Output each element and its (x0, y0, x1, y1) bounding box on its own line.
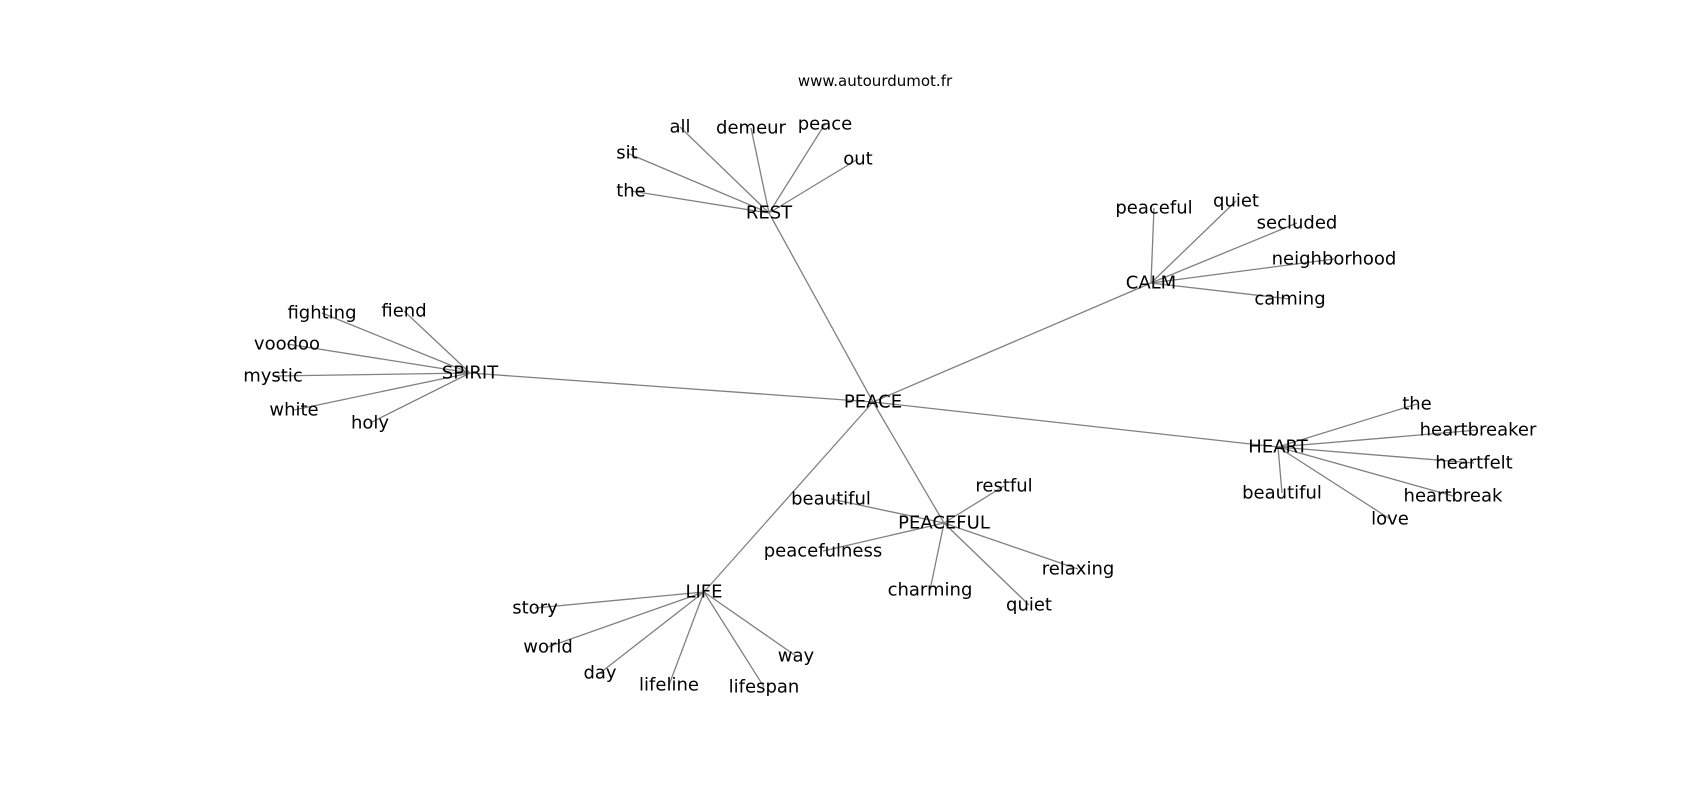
edge-rest-sit (626, 152, 770, 214)
leaf-node-rest-sit: sit (616, 143, 637, 164)
leaf-node-peaceful-charming: charming (888, 580, 973, 601)
edge-life-world (547, 591, 705, 648)
hub-node-peaceful: PEACEFUL (898, 513, 990, 534)
edge-peace-heart (872, 401, 1279, 448)
edge-life-day (599, 591, 705, 674)
leaf-node-spirit-fighting: fighting (287, 303, 356, 324)
leaf-node-spirit-fiend: fiend (381, 301, 426, 322)
leaf-node-life-story: story (512, 598, 558, 619)
edge-spirit-voodoo (286, 343, 471, 374)
leaf-node-life-way: way (778, 646, 815, 667)
edge-heart-the (1277, 403, 1418, 448)
edge-peace-life (703, 401, 874, 593)
edge-peace-calm (872, 282, 1152, 403)
edge-spirit-white (293, 372, 471, 411)
edge-peaceful-charming (929, 522, 945, 591)
edge-heart-heartfelt (1277, 446, 1475, 464)
leaf-node-calm-quiet: quiet (1213, 191, 1259, 212)
edge-peaceful-relaxing (943, 522, 1079, 570)
hub-node-heart: HEART (1248, 437, 1308, 458)
leaf-node-heart-love: love (1371, 509, 1409, 530)
edge-rest-the (630, 190, 770, 214)
leaf-node-heart-heartfelt: heartfelt (1435, 453, 1512, 474)
edge-spirit-fiend (403, 310, 471, 374)
hub-node-spirit: SPIRIT (442, 363, 499, 384)
edge-heart-heartbreak (1277, 446, 1454, 497)
hub-node-rest: REST (746, 203, 793, 224)
leaf-node-life-day: day (583, 663, 616, 684)
edge-heart-love (1277, 446, 1391, 520)
leaf-node-heart-heartbreaker: heartbreaker (1420, 420, 1537, 441)
leaf-node-spirit-mystic: mystic (243, 366, 303, 387)
leaf-node-life-lifespan: lifespan (729, 677, 800, 698)
edge-heart-beautiful (1277, 446, 1283, 494)
edge-life-way (703, 591, 797, 657)
leaf-node-rest-all: all (669, 117, 690, 138)
edge-rest-peace (768, 123, 826, 214)
edge-life-story (534, 591, 705, 609)
leaf-node-heart-beautiful: beautiful (1242, 483, 1322, 504)
leaf-node-spirit-voodoo: voodoo (254, 334, 320, 355)
center-node: PEACE (844, 392, 902, 413)
leaf-node-peaceful-peacefulness: peacefulness (764, 541, 883, 562)
leaf-node-rest-the: the (616, 181, 646, 202)
edge-peace-peaceful (872, 401, 945, 524)
edge-calm-secluded (1150, 222, 1298, 284)
leaf-node-rest-out: out (843, 149, 872, 170)
leaf-node-rest-peace: peace (798, 114, 853, 135)
leaf-node-calm-neighborhood: neighborhood (1272, 249, 1397, 270)
edge-rest-all (679, 126, 770, 214)
edge-calm-quiet (1150, 200, 1237, 284)
edge-peaceful-peacefulness (822, 522, 945, 552)
leaf-node-life-lifeline: lifeline (639, 675, 699, 696)
leaf-node-calm-peaceful: peaceful (1115, 198, 1192, 219)
leaf-node-calm-secluded: secluded (1257, 213, 1338, 234)
edge-peaceful-restful (943, 485, 1005, 524)
leaf-node-spirit-holy: holy (351, 413, 389, 434)
edges-layer (272, 123, 1479, 688)
edge-spirit-holy (369, 372, 471, 424)
hub-node-life: LIFE (685, 582, 722, 603)
edge-calm-neighborhood (1150, 258, 1335, 284)
source-label: www.autourdumot.fr (797, 72, 953, 90)
leaf-node-calm-calming: calming (1254, 289, 1325, 310)
edge-peaceful-quiet (943, 522, 1030, 606)
leaf-node-life-world: world (523, 637, 573, 658)
leaf-node-peaceful-restful: restful (975, 476, 1032, 497)
leaf-node-spirit-white: white (269, 400, 318, 421)
edge-peace-rest (768, 212, 874, 403)
leaf-node-peaceful-beautiful: beautiful (791, 489, 871, 510)
edge-rest-out (768, 158, 859, 214)
leaf-node-peaceful-quiet: quiet (1006, 595, 1052, 616)
edge-heart-heartbreaker (1277, 429, 1479, 448)
leaf-node-heart-the: the (1402, 394, 1432, 415)
leaf-node-peaceful-relaxing: relaxing (1042, 559, 1115, 580)
edge-spirit-fighting (321, 312, 471, 374)
edge-life-lifeline (668, 591, 705, 686)
edge-life-lifespan (703, 591, 765, 688)
leaf-node-heart-heartbreak: heartbreak (1404, 486, 1504, 507)
leaf-node-rest-demeur: demeur (716, 118, 787, 139)
edge-peaceful-beautiful (830, 498, 945, 524)
edge-rest-demeur (750, 127, 770, 214)
edge-calm-calming (1150, 282, 1291, 300)
edge-calm-peaceful (1150, 207, 1155, 284)
edge-peace-spirit (469, 372, 874, 403)
hub-node-calm: CALM (1126, 273, 1176, 294)
edge-spirit-mystic (272, 372, 471, 377)
